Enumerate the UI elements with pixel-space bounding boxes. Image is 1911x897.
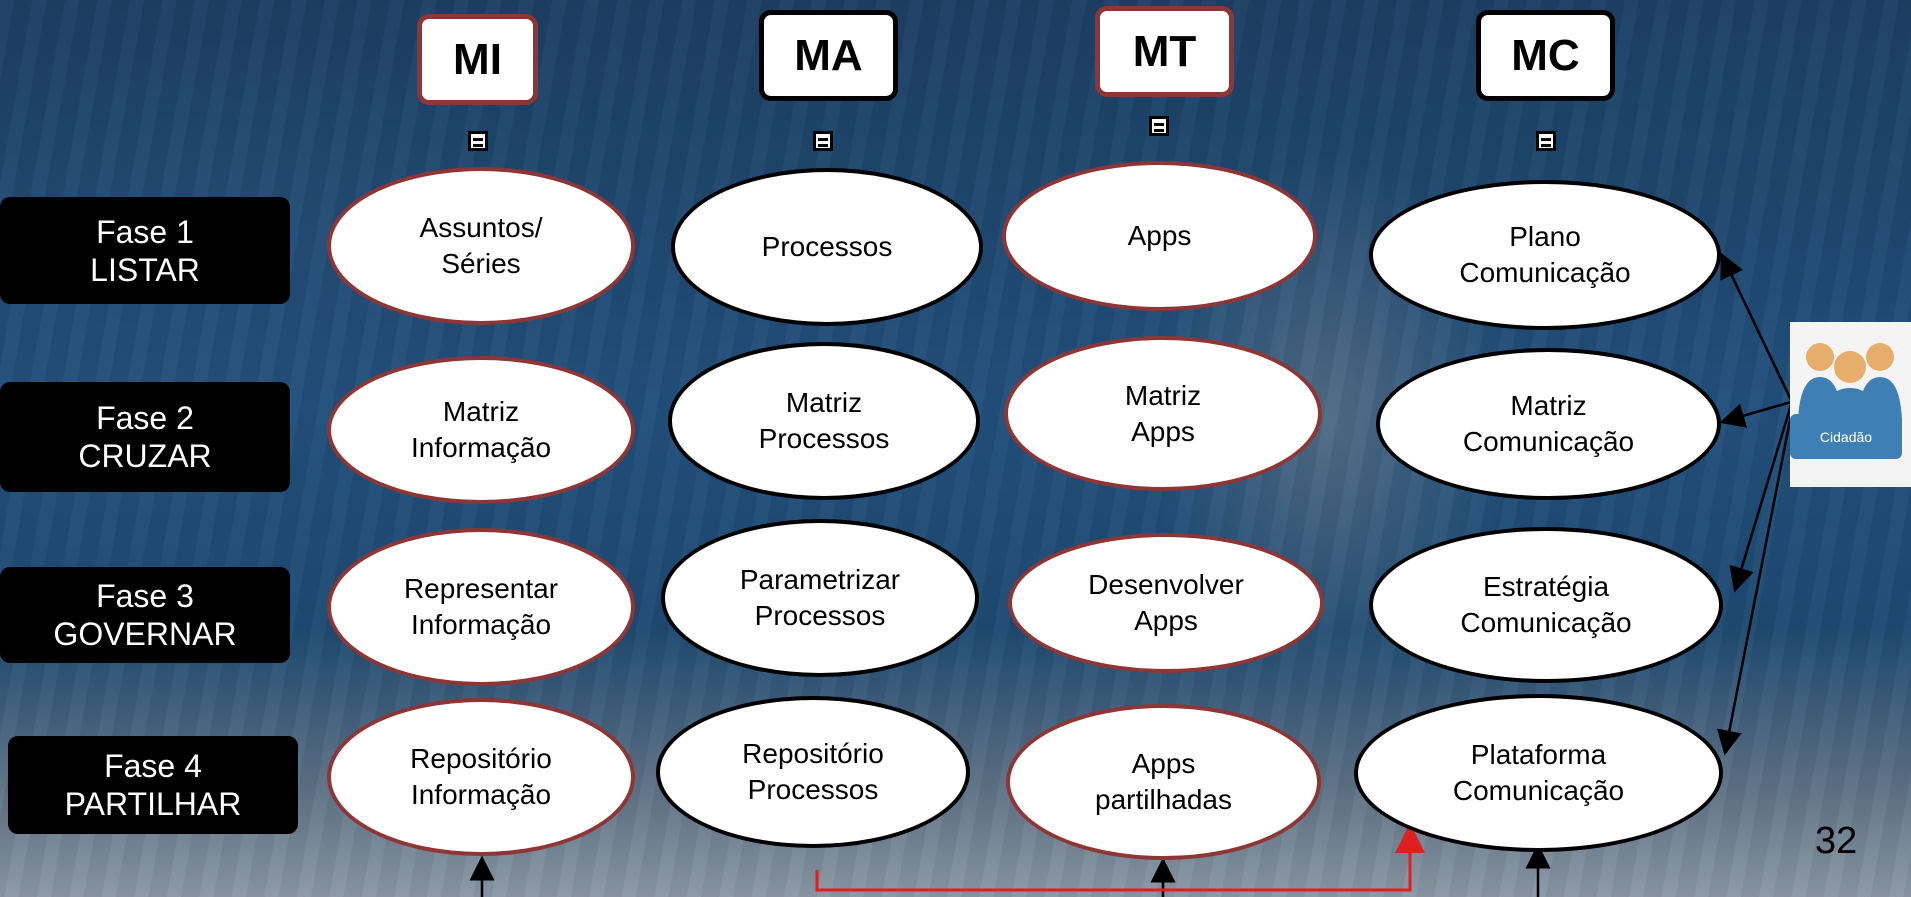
node-line: Plataforma xyxy=(1470,739,1607,770)
node-line: Repositório xyxy=(410,743,552,774)
node-mc-plano-comunicacao: Plano Comunicação xyxy=(1369,180,1721,330)
node-mt-apps-partilhadas: Apps partilhadas xyxy=(1006,704,1321,860)
phase-label-2-line1: Fase 2 xyxy=(96,400,194,436)
equals-icon xyxy=(1536,131,1556,151)
node-line: Comunicação xyxy=(1459,257,1631,288)
node-ma-repositorio-processos: Repositório Processos xyxy=(656,696,970,848)
arrow-citizen-estrategia xyxy=(1729,404,1793,593)
node-line: Apps xyxy=(1131,748,1196,779)
column-header-ma: MA xyxy=(759,10,898,101)
phase-label-4-line1: Fase 4 xyxy=(104,748,202,784)
page-number: 32 xyxy=(1815,820,1858,862)
arrow-citizen-plano xyxy=(1720,252,1793,401)
node-line: Processos xyxy=(758,423,890,454)
phase-label-1-line2: LISTAR xyxy=(90,251,200,288)
node-ma-processos: Processos xyxy=(671,168,983,326)
node-line: Comunicação xyxy=(1460,607,1632,638)
citizen-card: Cidadão xyxy=(1790,322,1911,487)
equals-icon xyxy=(813,131,833,151)
node-line: Processos xyxy=(761,231,893,262)
node-line: Matriz xyxy=(1124,379,1202,411)
phase-label-4-line2: PARTILHAR xyxy=(64,786,242,822)
citizen-label: Cidadão xyxy=(1790,414,1902,459)
phase-label-1: Fase 1 LISTAR xyxy=(0,197,290,304)
node-mi-repositorio-informacao: Repositório Informação xyxy=(327,698,635,856)
node-mc-estrategia-comunicacao: Estratégia Comunicação xyxy=(1369,527,1723,683)
column-header-mi: MI xyxy=(417,14,538,105)
node-mc-matriz-comunicacao: Matriz Comunicação xyxy=(1376,348,1721,500)
node-ma-matriz-processos: Matriz Processos xyxy=(668,342,980,500)
node-line: Representar xyxy=(403,573,559,604)
people-group-icon xyxy=(1798,343,1902,420)
phase-label-3-line2: GOVERNAR xyxy=(53,616,237,652)
node-line: Informação xyxy=(410,609,552,640)
node-line: Matriz xyxy=(442,396,520,427)
node-line: partilhadas xyxy=(1095,784,1232,815)
node-line: Processos xyxy=(747,774,879,805)
phase-label-1-line1: Fase 1 xyxy=(96,213,194,250)
node-line: Parametrizar xyxy=(739,564,901,595)
equals-icon xyxy=(1149,116,1169,136)
column-header-mc: MC xyxy=(1476,10,1615,101)
node-line: Desenvolver xyxy=(1088,569,1244,600)
phase-label-3-line1: Fase 3 xyxy=(96,578,194,614)
node-line: Apps xyxy=(1134,605,1198,636)
column-header-mt: MT xyxy=(1095,6,1234,97)
node-line: Repositório xyxy=(742,738,884,769)
node-mi-representar-informacao: Representar Informação xyxy=(327,528,635,686)
node-line: Comunicação xyxy=(1452,775,1625,806)
node-line: Apps xyxy=(1127,220,1192,251)
node-line: Estratégia xyxy=(1482,571,1610,602)
node-mt-apps: Apps xyxy=(1002,161,1317,311)
node-mt-matriz-apps: Matriz Apps xyxy=(1004,336,1322,491)
node-line: Assuntos/ xyxy=(419,212,543,243)
node-line: Informação xyxy=(410,779,552,810)
phase-label-4: Fase 4 PARTILHAR xyxy=(8,736,298,834)
arrow-citizen-plataforma xyxy=(1717,409,1794,756)
node-mi-matriz-informacao: Matriz Informação xyxy=(327,356,635,504)
node-line: Processos xyxy=(754,600,886,631)
node-line: Apps xyxy=(1131,415,1195,447)
node-ma-parametrizar-processos: Parametrizar Processos xyxy=(661,519,979,677)
node-line: Matriz xyxy=(785,387,863,418)
node-line: Informação xyxy=(410,432,552,463)
phase-label-2: Fase 2 CRUZAR xyxy=(0,382,290,492)
node-mc-plataforma-comunicacao: Plataforma Comunicação xyxy=(1354,694,1723,852)
arrow-citizen-matriz xyxy=(1719,400,1792,428)
phase-label-2-line2: CRUZAR xyxy=(78,438,212,474)
node-mi-assuntos-series: Assuntos/ Séries xyxy=(327,167,635,325)
phase-label-3: Fase 3 GOVERNAR xyxy=(0,567,290,663)
node-line: Comunicação xyxy=(1462,426,1635,457)
node-line: Plano xyxy=(1509,221,1581,252)
equals-icon xyxy=(468,131,488,151)
node-line: Matriz xyxy=(1510,390,1587,421)
red-connector xyxy=(815,823,1425,892)
node-line: Séries xyxy=(441,248,521,279)
node-mt-desenvolver-apps: Desenvolver Apps xyxy=(1008,533,1324,673)
